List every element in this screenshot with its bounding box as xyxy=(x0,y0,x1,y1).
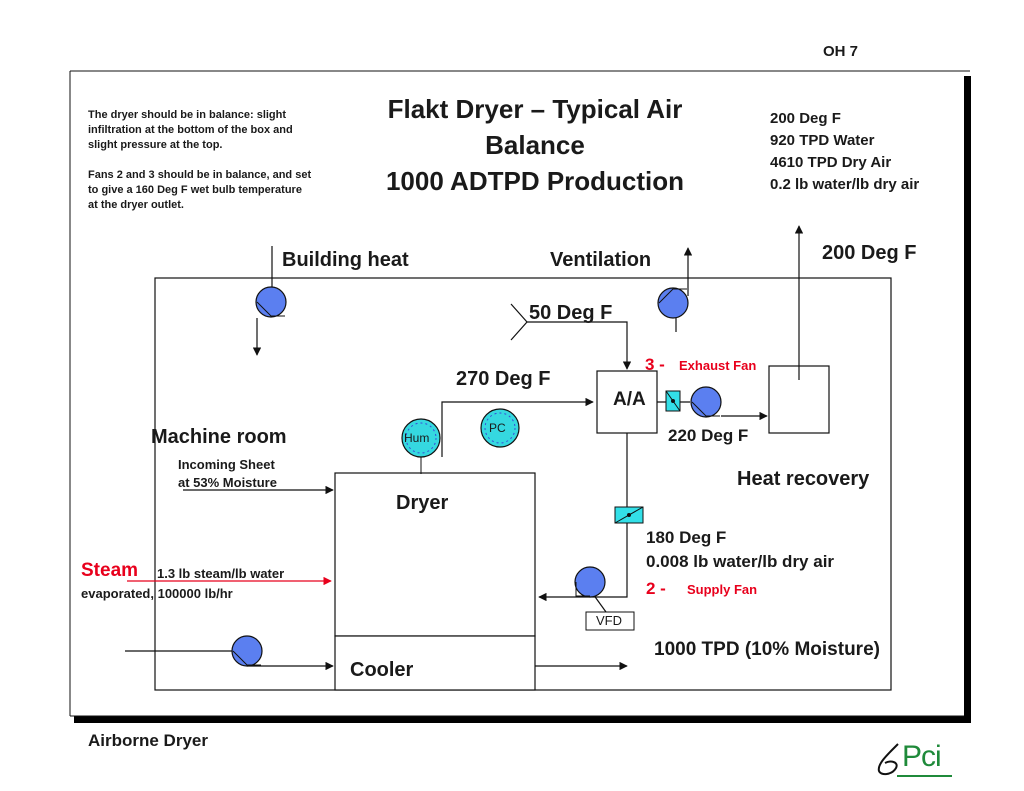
incoming-sheet-line: Incoming Sheet xyxy=(178,457,275,472)
incoming-sheet-label: Incoming Sheet at 53% Moisture xyxy=(178,456,277,492)
fan-exhaust-3 xyxy=(690,386,722,418)
vfd-label: VFD xyxy=(596,613,622,628)
exhaust-stat: 4610 TPD Dry Air xyxy=(770,154,892,171)
vfd-box xyxy=(585,611,635,631)
ventilation-label: Ventilation xyxy=(550,249,652,271)
exhaust-stat: 920 TPD Water xyxy=(770,132,875,149)
air-handler-label: A/A xyxy=(613,389,646,410)
note-paragraph-2: Fans 2 and 3 should be in balance, and s… xyxy=(88,169,312,211)
flow-lines xyxy=(125,225,804,671)
title-line-2: Balance xyxy=(485,130,585,160)
product-label: 1000 TPD (10% Moisture) xyxy=(654,639,880,660)
logo-letters: Pci xyxy=(902,740,942,773)
fan-cooler xyxy=(231,635,263,667)
after-fan-temp-label: 220 Deg F xyxy=(668,426,749,445)
slide-title: Flakt Dryer – Typical Air Balance 1000 A… xyxy=(340,91,730,199)
fan-building-heat xyxy=(255,286,287,318)
pc-label: PC xyxy=(489,421,506,435)
building-heat-label: Building heat xyxy=(282,249,409,271)
dryer-label: Dryer xyxy=(396,492,449,514)
heat-recovery-label: Heat recovery xyxy=(737,468,870,490)
return-stats: 180 Deg F 0.008 lb water/lb dry air xyxy=(646,526,834,574)
title-line-3: 1000 ADTPD Production xyxy=(385,166,685,196)
dryer-box xyxy=(334,472,536,637)
machine-room-label: Machine room xyxy=(151,426,287,448)
pci-logo xyxy=(877,743,952,777)
return-stat: 0.008 lb water/lb dry air xyxy=(646,552,835,571)
humidity-instrument xyxy=(401,418,441,474)
fan-supply-2 xyxy=(574,566,606,598)
page-label: OH 7 xyxy=(823,43,859,60)
exhaust-temp-label: 200 Deg F xyxy=(822,242,917,264)
steam-detail-2: evaporated, 100000 lb/hr xyxy=(81,586,233,601)
supply-air-temp-label: 270 Deg F xyxy=(456,368,551,390)
hum-label: Hum xyxy=(404,431,430,445)
slide-frame xyxy=(69,70,971,723)
title-line-1: Flakt Dryer – Typical Air xyxy=(387,94,683,124)
balance-note: The dryer should be in balance: slight i… xyxy=(88,108,313,213)
cooler-label: Cooler xyxy=(350,659,414,681)
footer-title: Airborne Dryer xyxy=(88,731,208,750)
damper-supply xyxy=(614,506,644,524)
exhaust-stat: 0.2 lb water/lb dry air xyxy=(770,176,920,193)
fan2-number: 2 - xyxy=(646,579,666,598)
air-handler-box xyxy=(596,370,658,434)
fan-ventilation xyxy=(657,287,689,319)
fresh-air-temp-label: 50 Deg F xyxy=(529,302,613,324)
steam-detail: 1.3 lb steam/lb water xyxy=(157,566,285,581)
exhaust-stat: 200 Deg F xyxy=(770,110,841,127)
incoming-sheet-line: at 53% Moisture xyxy=(178,475,277,490)
damper-exhaust xyxy=(665,390,681,412)
steam-label: Steam xyxy=(81,560,139,581)
return-stat: 180 Deg F xyxy=(646,528,727,547)
exhaust-stats: 200 Deg F 920 TPD Water 4610 TPD Dry Air… xyxy=(770,108,919,196)
fan3-number: 3 - xyxy=(645,355,665,374)
pc-instrument xyxy=(480,408,520,448)
cooler-box xyxy=(334,635,536,691)
fan3-name: Exhaust Fan xyxy=(679,358,757,373)
note-paragraph-1: The dryer should be in balance: slight i… xyxy=(88,109,293,151)
fan2-name: Supply Fan xyxy=(687,582,758,597)
